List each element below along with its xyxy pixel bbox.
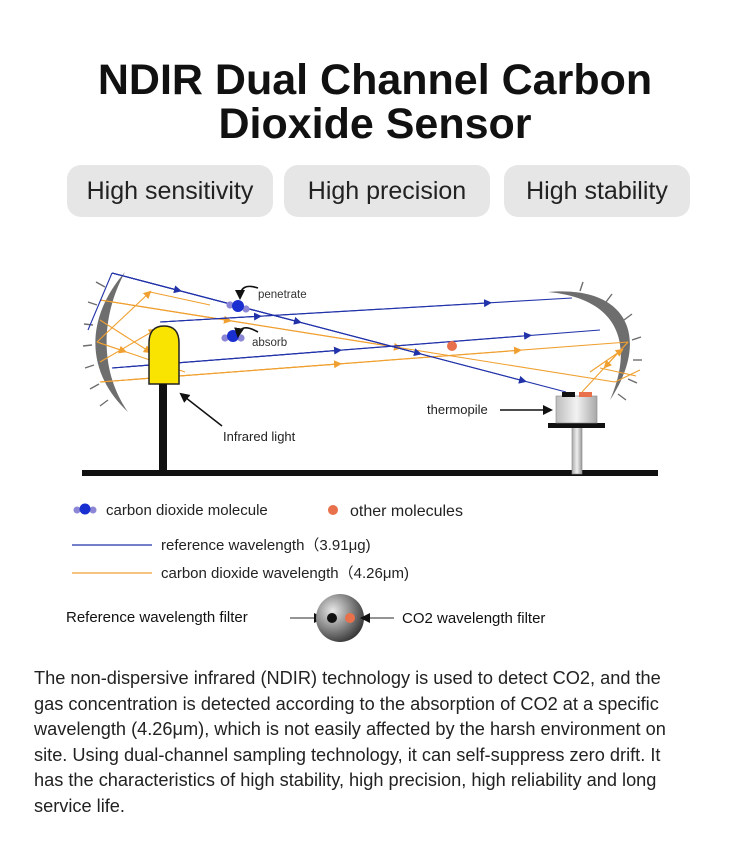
thermopile-detector <box>548 392 605 475</box>
legend-co2-molecule-icon <box>73 503 97 515</box>
co2-filter-label: CO2 wavelength filter <box>402 610 545 627</box>
feature-badge-sensitivity: High sensitivity <box>67 165 273 217</box>
infrared-light-source <box>148 325 180 472</box>
infrared-light-pointer <box>179 392 223 427</box>
description-line: has the characteristics of high stabilit… <box>34 770 657 790</box>
infrared-light-label: Infrared light <box>223 429 296 444</box>
reference-wavelength-beams <box>87 272 601 393</box>
legend-co2-molecule-label: carbon dioxide molecule <box>106 502 268 519</box>
description-line: gas concentration is detected according … <box>34 693 659 714</box>
right-reflector-mirror <box>548 281 642 401</box>
penetrate-arrow-icon <box>235 285 259 300</box>
legend-other-molecule-icon <box>328 505 338 515</box>
base-line <box>82 470 658 476</box>
other-molecule <box>447 341 457 351</box>
feature-badge-precision: High precision <box>284 165 490 217</box>
description-paragraph: The non-dispersive infrared (NDIR) techn… <box>34 666 720 819</box>
penetrate-label: penetrate <box>258 289 307 301</box>
reference-filter-label: Reference wavelength filter <box>66 609 248 626</box>
absorb-arrow-icon <box>234 327 259 338</box>
legend-reference-label: reference wavelength（3.91μg) <box>161 537 371 554</box>
legend-co2-label: carbon dioxide wavelength（4.26μm) <box>161 565 409 582</box>
thermopile-label: thermopile <box>427 402 488 417</box>
left-reflector-mirror <box>82 272 128 412</box>
filter-disc <box>316 594 364 642</box>
page-title-line-1: NDIR Dual Channel Carbon <box>97 56 653 104</box>
page-title-line-2: Dioxide Sensor <box>218 100 532 148</box>
absorb-label: absorb <box>252 337 287 349</box>
co2-molecule-penetrate <box>226 300 250 313</box>
description-line: The non-dispersive infrared (NDIR) techn… <box>34 668 661 688</box>
description-line: site. Using dual-channel sampling techno… <box>34 744 661 765</box>
feature-badge-stability: High stability <box>504 165 690 217</box>
ndir-sensor-diagram: penetrate absorb Infrared light thermopi… <box>66 272 658 642</box>
legend-other-molecules-label: other molecules <box>350 503 463 520</box>
co2-molecule-absorb <box>221 330 245 342</box>
description-line: wavelength (4.26μm), which is not easily… <box>34 719 666 739</box>
description-line: service life. <box>34 795 125 816</box>
